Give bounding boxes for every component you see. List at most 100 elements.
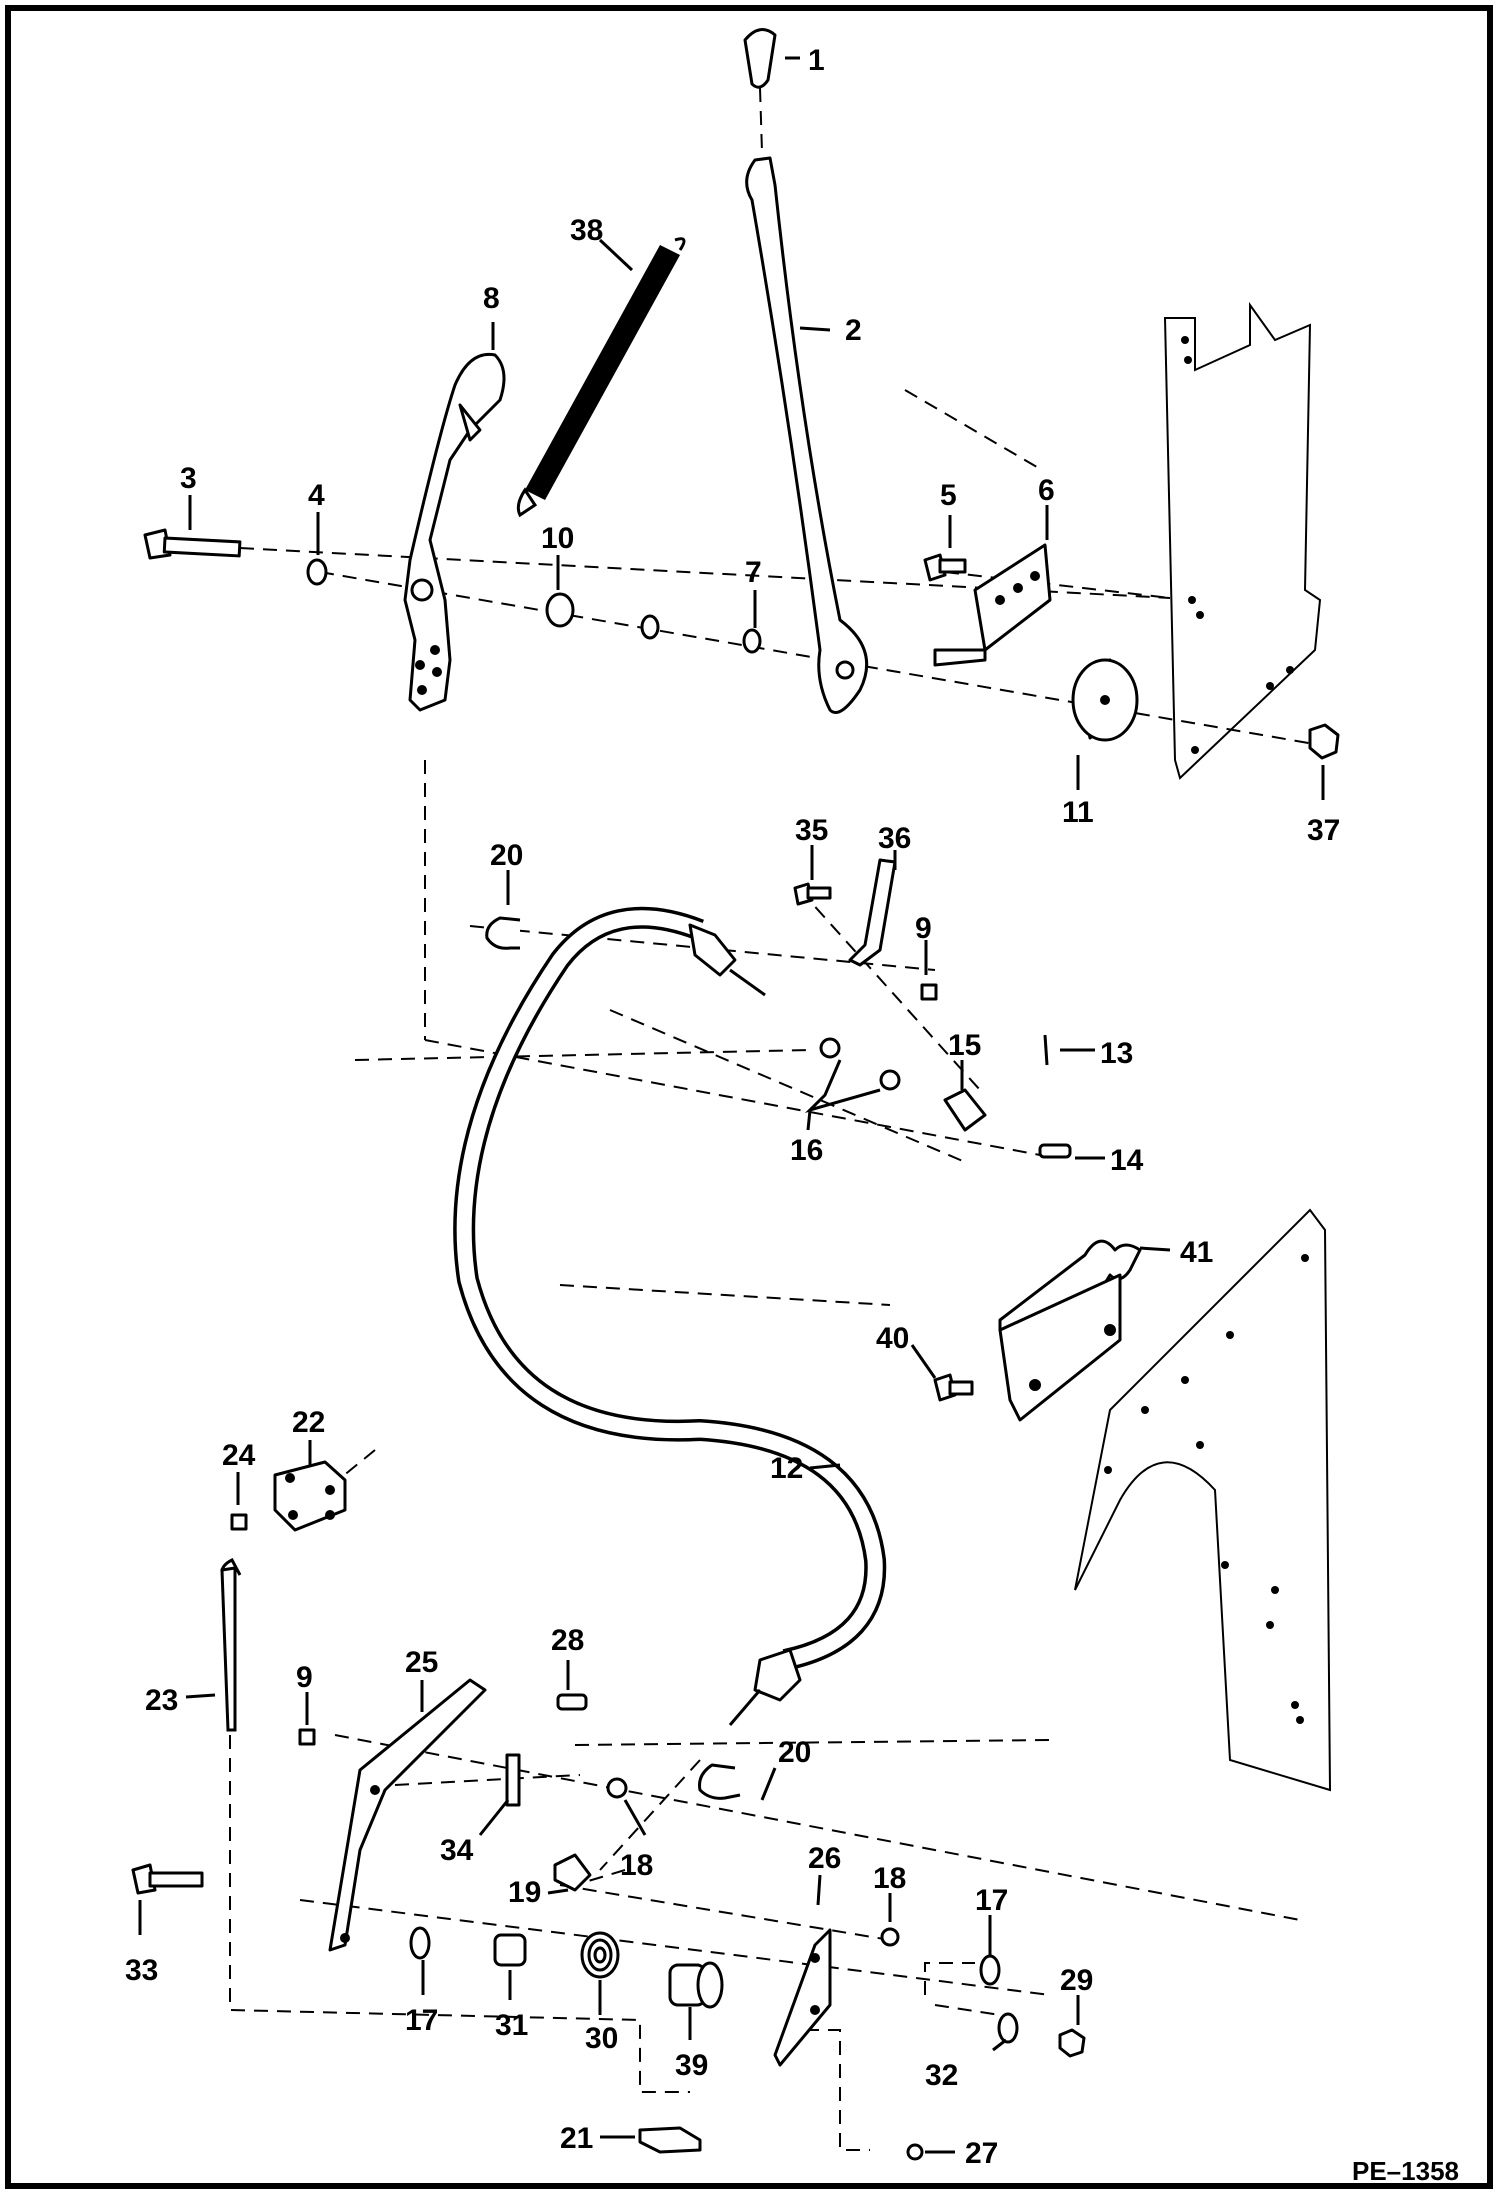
callout: 14 [1110, 1144, 1144, 1177]
callouts: 1 2 3 4 5 6 7 8 9 10 11 12 13 14 15 16 1… [125, 44, 1459, 2186]
callout: 23 [145, 1684, 178, 1717]
part-nut-9-lower [298, 1728, 316, 1746]
callout: 6 [1038, 474, 1055, 507]
part-pedal-bracket [403, 352, 506, 712]
callout: 16 [790, 1134, 823, 1167]
callout: 41 [1180, 1236, 1213, 1269]
part-pin-13 [1043, 1034, 1049, 1066]
diagram-border [5, 5, 1493, 2189]
callout: 18 [620, 1849, 653, 1882]
callout: 35 [795, 814, 828, 847]
part-bolt-40 [933, 1373, 974, 1402]
callout: 31 [495, 2009, 528, 2042]
part-guide-41 [998, 1239, 1142, 1422]
callout: 30 [585, 2022, 618, 2055]
part-u-clip-lower [698, 1763, 741, 1800]
leader-lines [138, 56, 1325, 2154]
callout: 26 [808, 1842, 841, 1875]
callout: 2 [845, 314, 862, 347]
part-pin-28 [556, 1693, 588, 1711]
part-nut-18 [606, 1777, 628, 1799]
part-rod-23 [220, 1558, 242, 1732]
callout: 39 [675, 2049, 708, 2082]
callout: 13 [1100, 1037, 1133, 1070]
part-pin-14 [1038, 1143, 1072, 1159]
callout: 18 [873, 1862, 906, 1895]
figure-code: PE–1358 [1352, 2156, 1459, 2186]
part-nut-37 [1308, 723, 1340, 760]
callout: 20 [490, 839, 523, 872]
part-bolt-3 [143, 528, 242, 560]
part-clip-34 [505, 1753, 521, 1807]
part-spring [516, 237, 686, 518]
part-nut-18-lower [880, 1927, 900, 1947]
callout: 19 [508, 1876, 541, 1909]
callout: 17 [975, 1884, 1008, 1917]
callout: 9 [915, 912, 932, 945]
callout: 3 [180, 462, 197, 495]
part-nut-16b [879, 1069, 901, 1091]
callout: 37 [1307, 814, 1340, 847]
callout: 5 [940, 479, 957, 512]
part-washer-32 [997, 2012, 1019, 2044]
part-nut-16a [819, 1037, 841, 1059]
part-bushing-39 [668, 1961, 724, 2009]
part-bolt-35 [793, 882, 832, 906]
callout: 7 [745, 556, 762, 589]
callout: 29 [1060, 1964, 1093, 1997]
callout: 36 [878, 822, 911, 855]
callout: 4 [308, 479, 325, 512]
part-cable [453, 906, 887, 1726]
part-bolt-5 [923, 553, 967, 582]
callout: 10 [541, 522, 574, 555]
callout: 32 [925, 2059, 958, 2092]
callout: 28 [551, 1624, 584, 1657]
part-washer-17-right [979, 1954, 1001, 1986]
part-bolt-33 [131, 1863, 204, 1895]
callout: 15 [948, 1029, 981, 1062]
callout: 17 [405, 2004, 438, 2037]
part-side-panel-lower [1074, 1208, 1332, 1792]
part-spring-30 [580, 1931, 620, 1979]
callout: 27 [965, 2137, 998, 2170]
part-nut-27 [906, 2143, 924, 2161]
part-washer-7 [742, 628, 762, 654]
callout: 40 [876, 1322, 909, 1355]
callout: 8 [483, 282, 500, 315]
part-clevis-19 [553, 1853, 592, 1892]
part-bracket-36 [848, 858, 897, 967]
part-washer-17 [409, 1926, 431, 1960]
part-knob [743, 28, 777, 89]
callout: 33 [125, 1954, 158, 1987]
part-clevis-15 [943, 1088, 987, 1132]
part-sleeve-31 [493, 1933, 527, 1967]
callout: 38 [570, 214, 603, 247]
part-washer-4 [306, 558, 328, 586]
callout: 25 [405, 1646, 438, 1679]
callout: 34 [440, 1834, 474, 1867]
callout: 1 [808, 44, 825, 77]
part-nut-9 [920, 983, 938, 1001]
callout: 12 [770, 1452, 803, 1485]
callout: 24 [222, 1439, 256, 1472]
part-plate-22 [273, 1460, 347, 1532]
part-clevis-21 [638, 2126, 702, 2154]
part-ring [640, 614, 660, 640]
part-screw-24 [230, 1513, 248, 1531]
part-bushing-10 [545, 592, 575, 628]
callout: 22 [292, 1406, 325, 1439]
callout: 20 [778, 1736, 811, 1769]
part-side-panel-upper [1163, 301, 1322, 780]
part-bracket-6 [933, 543, 1052, 667]
assembly-lines [229, 87, 1321, 2151]
callout: 9 [296, 1661, 313, 1694]
part-bracket-26 [773, 1928, 832, 2067]
part-u-clip-upper [485, 916, 521, 950]
part-lever-arm [745, 156, 869, 714]
callout: 21 [560, 2122, 593, 2155]
callout: 11 [1062, 796, 1094, 829]
part-bracket-25 [328, 1678, 487, 1952]
part-nut-29 [1058, 2028, 1086, 2058]
part-roller-11 [1071, 658, 1139, 742]
